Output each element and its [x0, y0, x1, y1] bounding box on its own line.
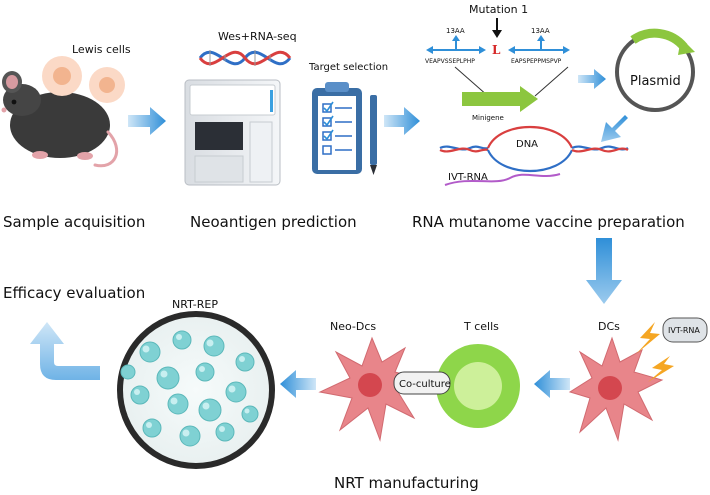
- arrow-dcs-to-t-cells: [534, 370, 570, 398]
- co-culture-label: Co-culture: [399, 379, 451, 390]
- lightning-bolt-icon: [636, 322, 674, 382]
- arrow-minigene-to-plasmid: [578, 69, 606, 89]
- plasmid-label: Plasmid: [630, 74, 681, 89]
- ivt-rna-badge-label: IVT-RNA: [668, 326, 700, 335]
- lewis-cells-label: Lewis cells: [72, 43, 131, 56]
- minigene-connector-lines: [454, 66, 569, 97]
- right-aa-label: 13AA: [531, 27, 550, 35]
- plasmid-icon: [615, 28, 695, 112]
- neo-dc-cell-icon: [318, 336, 427, 442]
- step-neoantigen-prediction-label: Neoantigen prediction: [190, 213, 357, 231]
- mouse-illustration: [1, 71, 119, 168]
- left-aa-label: 13AA: [446, 27, 465, 35]
- right-peptide-bracket: [508, 35, 570, 54]
- target-selection-label: Target selection: [308, 62, 388, 73]
- left-peptide-bracket: [426, 35, 486, 54]
- t-cell-icon: [436, 344, 520, 428]
- step-efficacy-evaluation-label: Efficacy evaluation: [3, 284, 145, 302]
- dcs-label: DCs: [598, 320, 620, 333]
- co-culture-badge: [393, 371, 451, 395]
- nrt-rep-label: NRT-REP: [172, 298, 218, 311]
- lewis-cells-illustration: [42, 56, 125, 103]
- arrow-sample-to-sequencing: [128, 107, 166, 135]
- right-sequence-label: EAPSPEPPMSPVP: [511, 58, 562, 65]
- arrow-neo-dcs-to-rep: [280, 370, 316, 398]
- step-rna-mutanome-label: RNA mutanome vaccine preparation: [412, 213, 685, 231]
- dna-label: DNA: [516, 139, 538, 150]
- arrow-plasmid-to-transcription: [601, 115, 628, 142]
- left-sequence-label: VEAPVSSEPLPHP: [425, 58, 475, 65]
- arrow-prediction-to-vaccine: [384, 107, 420, 135]
- mutation-label: Mutation 1: [469, 3, 528, 16]
- dc-cell-icon: [568, 336, 664, 442]
- mutation-pointer-arrow: [492, 18, 502, 38]
- sequencer-machine-icon: [184, 79, 281, 186]
- t-cells-label: T cells: [463, 320, 499, 333]
- mutation-residue-label: L: [492, 43, 501, 57]
- arrow-vaccine-to-dcs: [586, 238, 622, 304]
- dna-helix-icon: [198, 50, 292, 66]
- step-sample-acquisition-label: Sample acquisition: [3, 213, 145, 231]
- wes-rna-seq-label: Wes+RNA-seq: [218, 30, 297, 43]
- minigene-arrow: [462, 86, 538, 112]
- neo-dcs-label: Neo-Dcs: [330, 320, 376, 333]
- nrt-rep-dish-icon: [117, 311, 275, 469]
- dna-transcription-icon: [439, 126, 629, 186]
- minigene-label: Minigene: [472, 114, 504, 122]
- step-nrt-manufacturing-label: NRT manufacturing: [334, 474, 479, 492]
- checklist-clipboard-icon: [312, 82, 377, 175]
- ivt-rna-badge: [662, 317, 708, 343]
- ivt-rna-label: IVT-RNA: [448, 172, 488, 183]
- arrow-rep-to-efficacy: [30, 322, 100, 380]
